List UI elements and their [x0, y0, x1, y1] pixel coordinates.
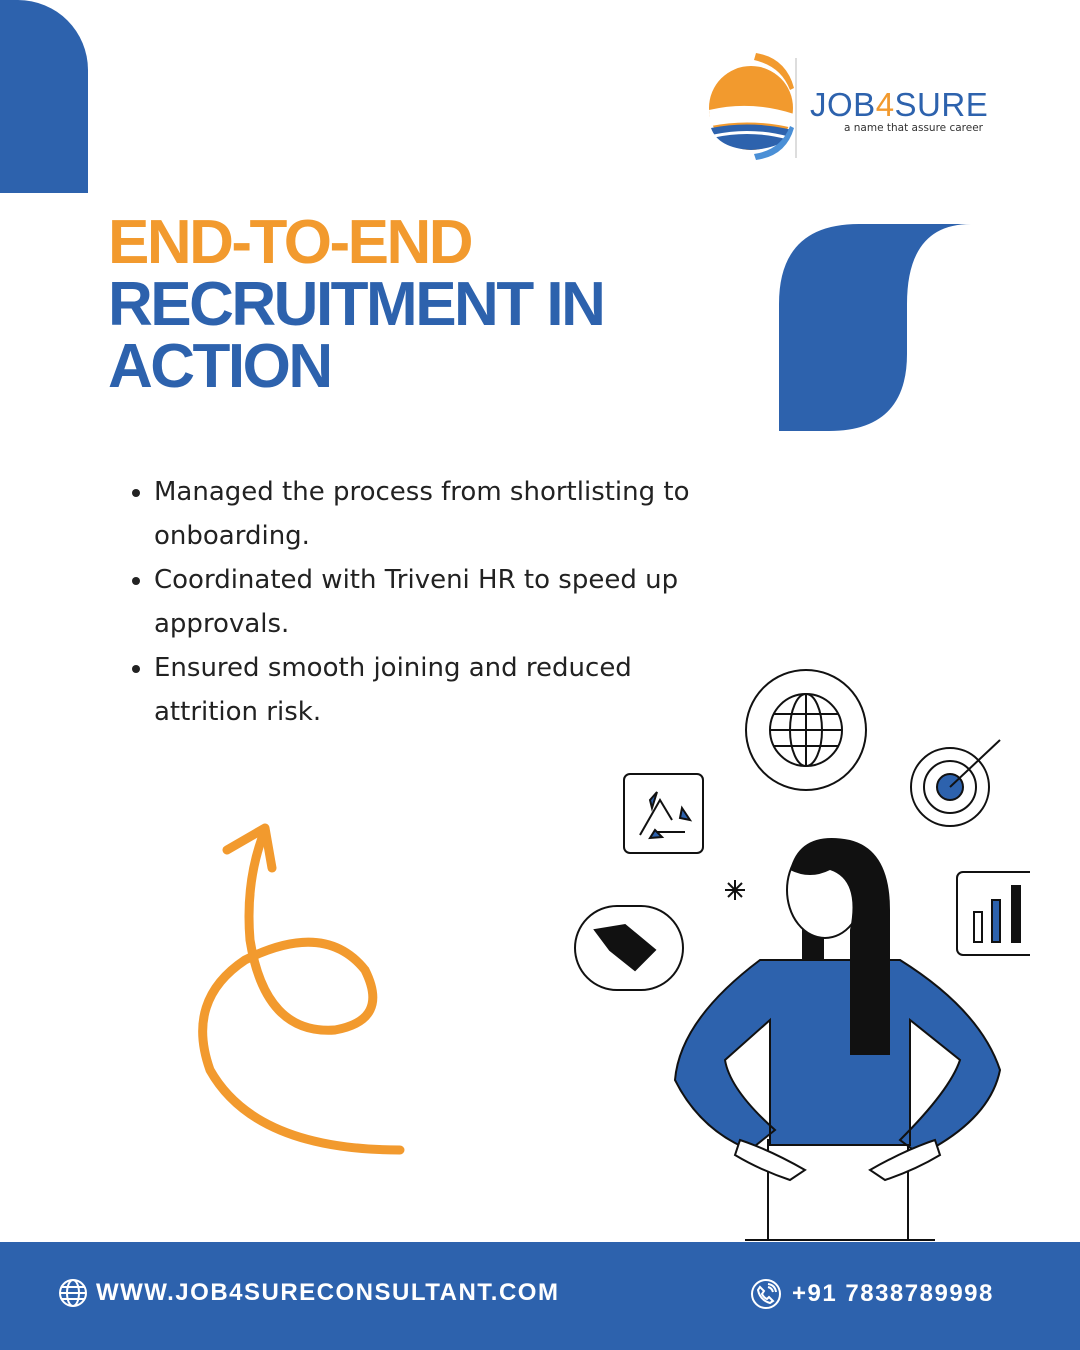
website-text: WWW.JOB4SURECONSULTANT.COM: [96, 1279, 560, 1306]
footer-bar: WWW.JOB4SURECONSULTANT.COM +91 783878999…: [0, 1242, 1080, 1350]
title-line-3: ACTION: [108, 332, 333, 401]
phone-icon: [751, 1279, 781, 1309]
list-item: Coordinated with Triveni HR to speed up …: [154, 558, 714, 646]
handshake-icon: [574, 905, 684, 991]
brand-tagline: a name that assure career: [844, 122, 983, 134]
phone-link[interactable]: +91 7838789998: [750, 1278, 994, 1310]
recycle-icon: [623, 773, 704, 854]
list-item: Ensured smooth joining and reduced attri…: [154, 646, 714, 734]
title-line-1: END-TO-END: [108, 208, 474, 277]
globe-icon: [59, 1279, 87, 1307]
woman-illustration: [574, 669, 1030, 1241]
curly-arrow-icon: [198, 823, 405, 1155]
bar-chart-icon: [956, 871, 1030, 956]
leaf-decoration: [779, 224, 971, 431]
bullet-list: Managed the process from shortlisting to…: [122, 470, 714, 734]
globe-icon: [745, 669, 867, 791]
target-icon: [910, 739, 1001, 827]
page-title: END-TO-END RECRUITMENT IN ACTION: [108, 208, 606, 401]
title-line-2: RECRUITMENT IN: [108, 270, 606, 339]
list-item: Managed the process from shortlisting to…: [154, 470, 714, 558]
job4sure-logo: JOB4SURE a name that assure career: [706, 48, 996, 168]
corner-decoration: [0, 0, 88, 193]
sparkle-icon: [725, 880, 745, 900]
brand-name: JOB4SURE: [810, 86, 989, 123]
website-link[interactable]: WWW.JOB4SURECONSULTANT.COM: [58, 1278, 559, 1308]
globe-hands-icon: [709, 53, 797, 160]
phone-text: +91 7838789998: [792, 1280, 994, 1307]
